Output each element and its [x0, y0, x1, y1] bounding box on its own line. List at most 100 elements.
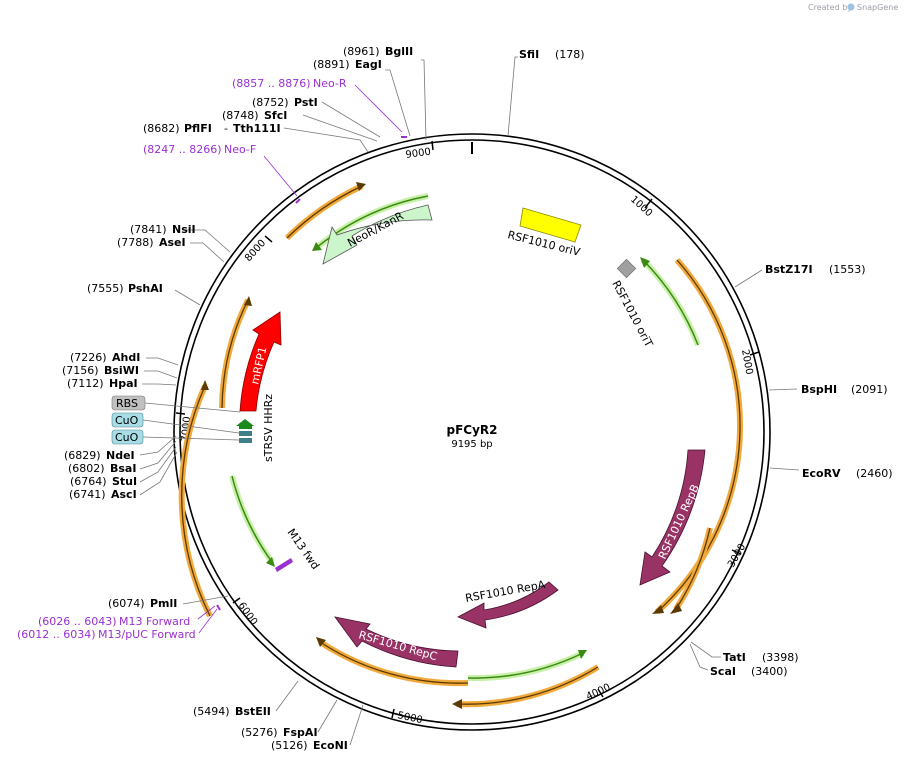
leader-bsteii [275, 680, 299, 712]
site-name-sfci: SfcI [264, 109, 287, 122]
plasmid-size: 9195 bp [451, 439, 492, 450]
leader-m13-puc-forward [198, 608, 218, 634]
neo-feature[interactable] [322, 204, 433, 265]
site-pos-bstz17i: (1553) [829, 263, 866, 276]
site-dash-pflfi: - [224, 122, 228, 135]
cuo-label-2: CuO [115, 431, 139, 444]
site-name-fspai: FspAI [283, 726, 318, 739]
leader-bstz17i [734, 269, 763, 288]
site-pos-fspai: (5276) [241, 726, 278, 739]
leader-bglii [421, 59, 427, 141]
backbone-outer-circle [173, 133, 771, 731]
orf-arc-repa-line [456, 666, 599, 705]
boxed-labels: RBS CuO CuO [111, 395, 241, 445]
tick-label-2000: 2000 [739, 349, 754, 376]
tick-label-8000: 8000 [243, 238, 268, 264]
leader-bsiwi [144, 370, 178, 379]
site-labels-bottom-left: (6074) PmlI (6026 .. 6043) M13 Forward (… [17, 597, 348, 752]
cuo-site-1[interactable] [239, 431, 252, 436]
repb-label: RSF1010 RepB [656, 482, 702, 561]
leader-nsii [186, 229, 231, 253]
tick-label-4000: 4000 [585, 682, 613, 703]
repb-feature[interactable] [639, 449, 706, 586]
site-name-sfii: SfiI [519, 48, 539, 61]
site-pos-tati: (3398) [762, 651, 799, 664]
mrfp-feature[interactable] [239, 311, 282, 412]
hhrz-label: sTRSV HHRz [262, 394, 275, 462]
credit-brand: SnapGene [857, 3, 898, 12]
green-arc-left [229, 475, 275, 564]
repc-label: RSF1010 RepC [357, 628, 439, 663]
hhrz-feature-arrow[interactable] [236, 419, 254, 426]
orit-label: RSF1010 oriT [609, 278, 655, 349]
leader-pflfi [283, 127, 369, 153]
site-name-tati: TatI [723, 651, 746, 664]
leader-ndei [139, 435, 177, 456]
site-pos-pflfi: (8682) [143, 122, 180, 135]
site-name-stui: StuI [112, 475, 137, 488]
leader-neo-r [354, 84, 403, 133]
green-arc-bottom-line [467, 652, 584, 679]
leader-bsai [139, 440, 177, 470]
leader-psti [321, 101, 381, 138]
green-arc-orit-line [642, 259, 699, 346]
site-name-scai: ScaI [710, 665, 736, 678]
leader-asei [190, 242, 225, 263]
site-pos-pshai: (7555) [87, 282, 124, 295]
site-pos-sfii: (178) [555, 48, 585, 61]
green-arrowheads [266, 242, 650, 659]
leader-ecorv [769, 467, 800, 471]
hhrz-cluster: sTRSV HHRz [236, 394, 275, 462]
snapgene-credit: Created by SnapGene [808, 3, 898, 12]
tick-9000 [431, 140, 434, 151]
orf-arrowhead-repc [316, 637, 326, 647]
orf-arrowhead-left [201, 380, 209, 390]
orit-feature[interactable] [616, 258, 637, 279]
tick-label-5000: 5000 [396, 710, 423, 726]
primer-range-neo-r: (8857 .. 8876) [232, 77, 311, 90]
oriv-feature[interactable] [519, 207, 582, 243]
neo-f-primer-mark[interactable] [295, 198, 301, 204]
m13-forward-primer-mark[interactable] [216, 604, 221, 611]
repc-feature[interactable] [334, 616, 459, 668]
leader-asci [139, 451, 178, 496]
primer-range-m13-puc-forward: (6012 .. 6034) [17, 628, 96, 641]
leader-m13-forward [197, 605, 216, 620]
leader-sfii [507, 56, 518, 137]
cuo-site-2[interactable] [239, 438, 252, 443]
green-arrowhead-neo [312, 242, 322, 251]
site-name-bsteii: BstEII [235, 705, 271, 718]
leader-tati [690, 641, 721, 658]
leader-hpai [142, 383, 177, 386]
primer-name-m13-puc-forward: M13/pUC Forward [98, 628, 196, 641]
site-pos-stui: (6764) [70, 475, 107, 488]
leader-fspai [317, 699, 338, 733]
site-name-bsphi: BspHI [801, 383, 837, 396]
site-name-eagi: EagI [355, 58, 382, 71]
hhrz-feature-bar[interactable] [239, 426, 252, 429]
site-name-bsiwi: BsiWI [104, 364, 139, 377]
repa-feature[interactable] [457, 581, 559, 629]
orf-arc-mrfp-line [221, 299, 249, 409]
primer-name-neo-r: Neo-R [313, 77, 347, 90]
site-pos-ahdi: (7226) [70, 351, 107, 364]
leader-bsphi [768, 388, 798, 391]
plasmid-name: pFCyR2 [446, 423, 497, 437]
rbs-label: RBS [116, 397, 138, 410]
backbone-inner-circle [179, 139, 765, 725]
tick-5000 [391, 708, 395, 719]
m13-fwd-primer[interactable] [275, 558, 293, 572]
leader-scai [689, 643, 709, 671]
leader-eagi [385, 69, 411, 137]
leader-ahdi [146, 357, 179, 366]
green-arrowhead-orit [640, 257, 650, 268]
leader-lines [139, 56, 800, 746]
orf-arrowheads [201, 182, 682, 709]
site-pos-pmli: (6074) [108, 597, 145, 610]
primer-range-neo-f: (8247 .. 8266) [143, 143, 222, 156]
leader-pmli [182, 595, 229, 605]
orf-arrowhead-neo [356, 182, 366, 191]
site-name-pshai: PshAI [128, 282, 163, 295]
